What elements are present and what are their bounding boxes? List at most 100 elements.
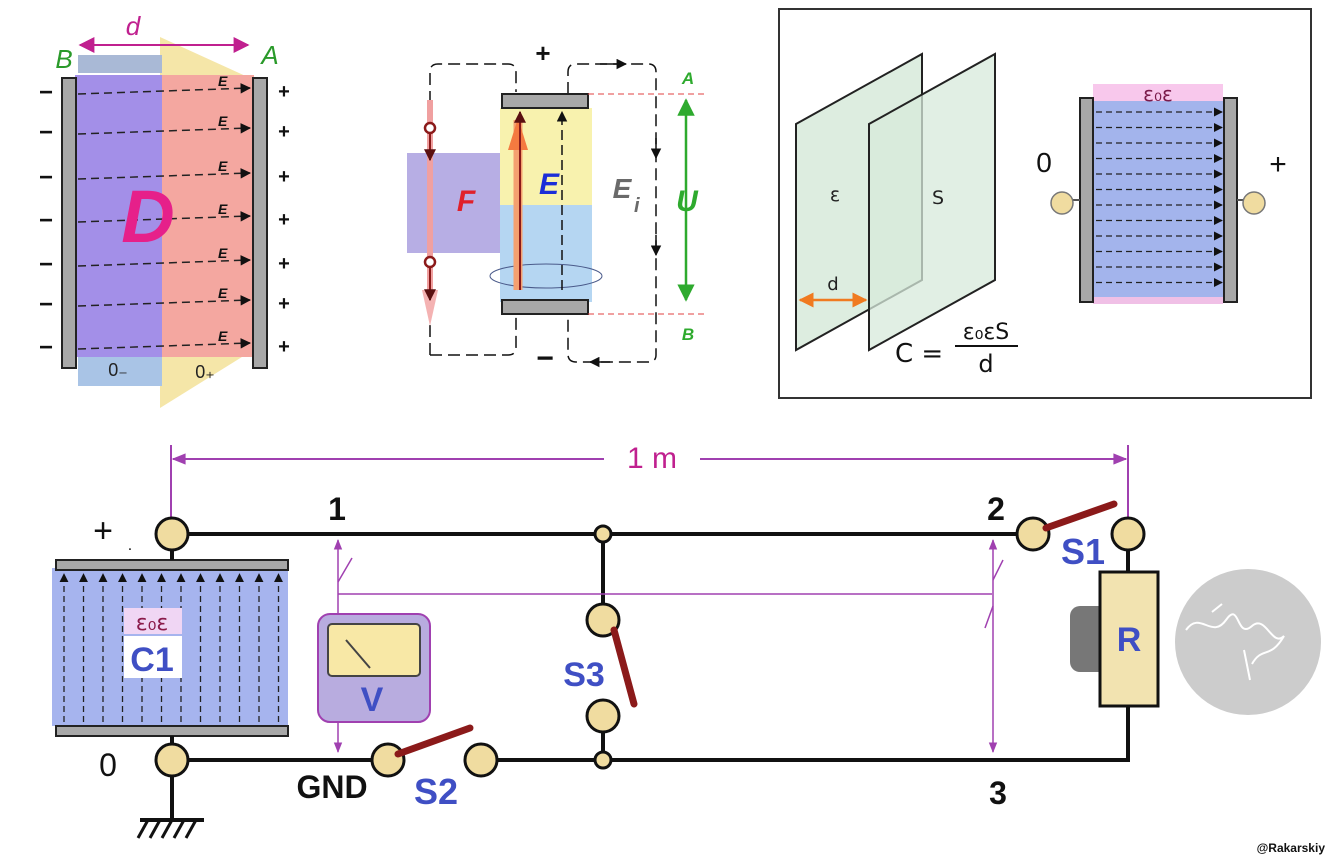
s1-terminal-right	[1110, 516, 1146, 552]
top-sign: +	[535, 38, 550, 68]
capacitor-plus-terminal	[154, 516, 190, 552]
charge-signs: −+−+−+−+−+−+−+	[39, 79, 290, 361]
plate-b-top-strip	[78, 55, 162, 73]
capacitor-eps-label: ε₀ε	[136, 611, 169, 636]
force-label: F	[457, 185, 476, 218]
plus-label: +	[93, 512, 113, 550]
plate-a	[252, 77, 268, 369]
field-line	[77, 295, 252, 307]
s3-terminal-bottom	[585, 698, 621, 734]
circuit: 1 m ε₀ε C1 +	[52, 442, 1321, 839]
region-negative	[75, 75, 162, 357]
minus-sign: −	[39, 334, 53, 361]
voltmeter-needle	[345, 639, 371, 669]
small-field-region	[1092, 101, 1224, 297]
node2-label: 2	[987, 491, 1005, 527]
node-junction-bottom	[593, 750, 613, 770]
voltmeter-label: V	[361, 681, 384, 719]
point-b-label: B	[682, 325, 694, 344]
plus-sign: +	[278, 293, 290, 315]
minus-sign: −	[39, 251, 53, 278]
terminal-zero	[1050, 191, 1074, 215]
s2-lever	[394, 724, 474, 758]
plate-b-bottom-strip	[78, 356, 162, 386]
distance-label: d	[827, 274, 838, 295]
point-a-label: A	[681, 69, 694, 88]
watermark: @Rakarskiy	[1257, 841, 1326, 855]
lamp-bulb	[1175, 569, 1321, 715]
small-plate-right	[1223, 97, 1238, 303]
resistor-label: R	[1117, 621, 1142, 659]
displacement-label: D	[121, 175, 174, 258]
plus-sign: +	[278, 121, 290, 143]
internal-field-label: E	[613, 173, 633, 204]
plate-front	[868, 52, 996, 352]
field-line	[77, 168, 252, 180]
plus-sign: +	[278, 209, 290, 231]
resistor	[1098, 570, 1160, 708]
terminal-plus	[1242, 191, 1266, 215]
node3-label: 3	[989, 775, 1007, 811]
node-junction-top	[593, 524, 613, 544]
area-label: S	[932, 187, 944, 209]
gnd-label: GND	[296, 769, 367, 805]
field-line-label: E	[218, 328, 228, 344]
bottom-sign: −	[536, 342, 554, 375]
plus-sign: +	[278, 81, 290, 103]
minus-sign: −	[39, 119, 53, 146]
field-line-label: E	[218, 201, 228, 217]
plate-b	[61, 77, 77, 369]
s3-lever	[610, 626, 638, 708]
s1-terminal-left	[1015, 516, 1051, 552]
s2-label: S2	[414, 771, 458, 812]
field-line	[77, 83, 252, 95]
plus-sign: +	[278, 253, 290, 275]
field-line-label: E	[218, 245, 228, 261]
width-label: d	[126, 11, 142, 41]
gauss-ellipse	[489, 263, 603, 289]
field-line	[77, 123, 252, 135]
capacitor-zero-terminal	[154, 742, 190, 778]
minus-sign: −	[39, 164, 53, 191]
terminal-plus-label: +	[1269, 148, 1287, 181]
minus-sign: −	[39, 79, 53, 106]
bottom-right-label: 0₊	[195, 362, 215, 382]
small-field-lines	[1096, 107, 1223, 288]
s3-terminal-top	[585, 602, 621, 638]
force-box	[407, 153, 502, 253]
minus-sign: −	[39, 207, 53, 234]
field-line	[77, 211, 252, 223]
capacitor-label: C1	[130, 641, 173, 679]
permittivity-label: ε	[830, 184, 840, 206]
zero-label: 0	[99, 747, 117, 783]
lamp-filament	[1185, 603, 1285, 681]
voltmeter-dial	[327, 623, 421, 677]
formula-numerator: ε₀εS	[963, 320, 1010, 345]
plus-sign: +	[278, 166, 290, 188]
field-label: E	[539, 168, 560, 201]
bottom-plate	[501, 299, 589, 315]
bottom-left-label: 0₋	[108, 360, 128, 380]
internal-field-subscript: i	[634, 195, 640, 217]
top-plate	[501, 93, 589, 109]
right-dashed-loop	[567, 63, 657, 363]
dot-label: .	[128, 537, 132, 554]
capacitor-top-plate	[55, 559, 289, 571]
terminal-zero-label: 0	[1036, 147, 1052, 178]
eps-strip	[1093, 84, 1223, 102]
field-line	[77, 255, 252, 267]
capacitor-bottom-plate	[55, 725, 289, 737]
voltage-label: U	[676, 185, 699, 218]
s1-label: S1	[1061, 531, 1105, 572]
s2-terminal-right	[463, 742, 499, 778]
panel-parallel-plate-formula: d ε S C = ε₀εS d ε₀ε 0 +	[778, 8, 1312, 399]
small-plate-left	[1079, 97, 1094, 303]
length-label: 1 m	[627, 442, 677, 475]
eps-label: ε₀ε	[1143, 82, 1173, 106]
field-line	[77, 338, 252, 350]
minus-sign: −	[39, 291, 53, 318]
field-line-label: E	[218, 73, 228, 89]
plate-b-label: B	[55, 44, 72, 74]
